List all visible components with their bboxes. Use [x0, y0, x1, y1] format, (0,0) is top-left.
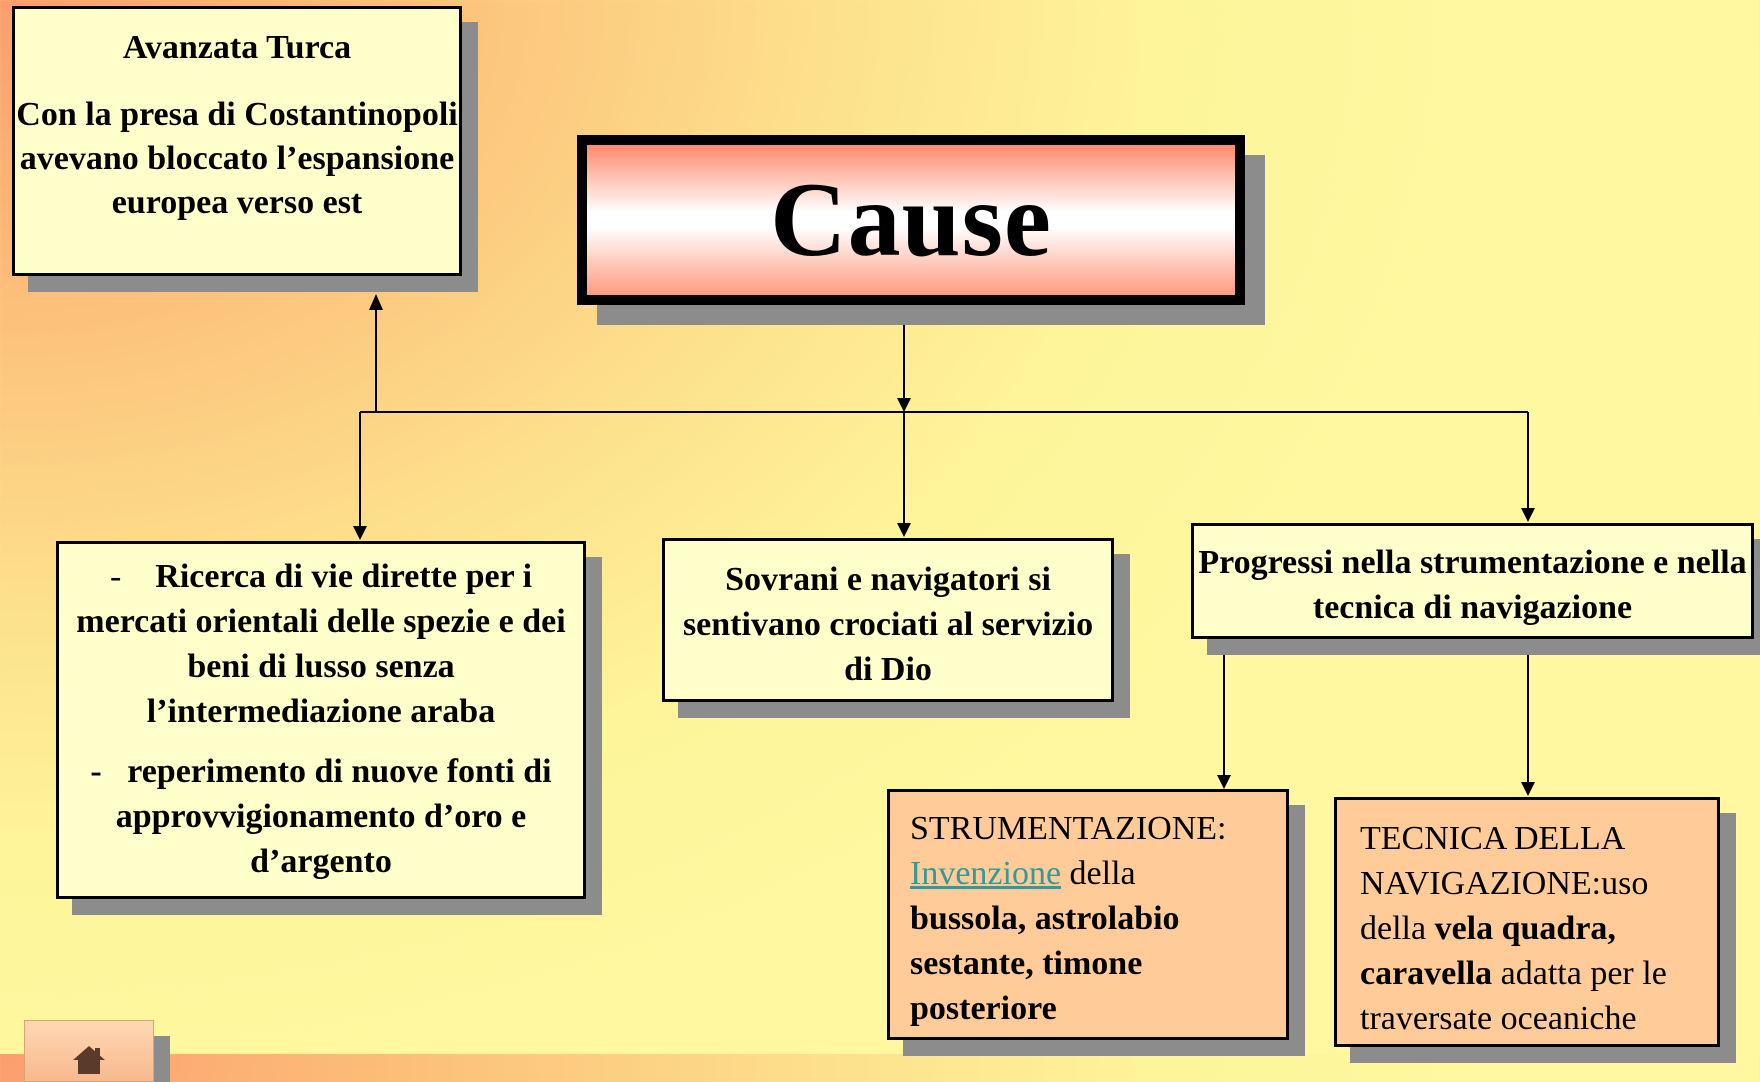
strumentazione-label: STRUMENTAZIONE:: [910, 810, 1227, 847]
strumentazione-box: STRUMENTAZIONE: Invenzione della bussola…: [887, 789, 1289, 1040]
dash-bullet: -: [109, 558, 122, 595]
ricerca-point-1-text: Ricerca di vie dirette per i mercati ori…: [76, 558, 566, 730]
cause-title-box: Cause: [577, 135, 1245, 305]
arrow-head-ricerca: [353, 526, 367, 540]
connector-lines: [353, 294, 1535, 796]
arrow-head-progressi: [1521, 508, 1535, 522]
tecnica-text-1: uso della: [1360, 865, 1649, 947]
cause-title: Cause: [770, 161, 1052, 278]
arrow-head-cause-down: [897, 398, 911, 412]
arrow-head-turca: [369, 294, 383, 310]
arrow-head-tecnica: [1521, 782, 1535, 796]
dash-bullet: -: [90, 753, 102, 790]
ricerca-point-2: - reperimento di nuove fonti di approvvi…: [73, 749, 569, 884]
tecnica-label-line-2: NAVIGAZIONE:: [1360, 865, 1602, 902]
avanzata-turca-text: Con la presa di Costantinopoli avevano b…: [16, 96, 458, 221]
arrow-head-sovrani: [897, 523, 911, 537]
strumentazione-connector: della: [1069, 855, 1136, 892]
ricerca-point-2-text: reperimento di nuove fonti di approvvigi…: [115, 753, 552, 880]
tecnica-label-line-1: TECNICA DELLA: [1360, 820, 1626, 857]
ricerca-box: - Ricerca di vie dirette per i mercati o…: [56, 541, 586, 899]
tecnica-text-2: adatta per le traversate oceaniche: [1360, 955, 1667, 1037]
home-icon: [73, 1046, 105, 1074]
avanzata-turca-heading: Avanzata Turca: [122, 29, 352, 66]
home-button[interactable]: [24, 1020, 154, 1082]
tecnica-box: TECNICA DELLA NAVIGAZIONE:uso della vela…: [1334, 797, 1720, 1047]
strumentazione-items: bussola, astrolabio sestante, timone pos…: [910, 900, 1180, 1027]
avanzata-turca-box: Avanzata Turca Con la presa di Costantin…: [12, 6, 462, 276]
arrow-head-strum: [1217, 775, 1231, 789]
sovrani-text: Sovrani e navigatori si sentivano crocia…: [682, 561, 1094, 688]
ricerca-point-1: - Ricerca di vie dirette per i mercati o…: [73, 554, 569, 734]
tecnica-bold: vela quadra, caravella: [1360, 910, 1616, 992]
progressi-text: Progressi nella strumentazione e nella t…: [1198, 544, 1747, 626]
sovrani-box: Sovrani e navigatori si sentivano crocia…: [662, 538, 1114, 702]
progressi-box: Progressi nella strumentazione e nella t…: [1191, 523, 1754, 639]
invenzione-link[interactable]: Invenzione: [910, 855, 1062, 892]
